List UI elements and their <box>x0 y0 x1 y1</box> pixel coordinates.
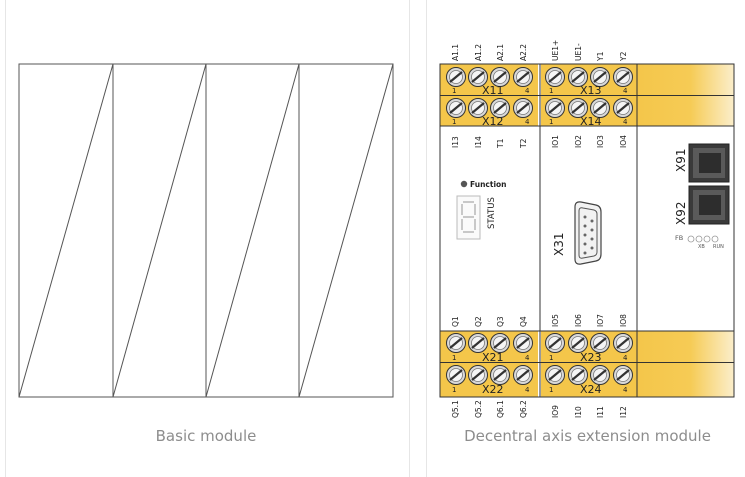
left-row3-label-3: Q3 <box>496 316 505 327</box>
mid-row3-label-2: IO6 <box>574 314 583 327</box>
connector-x12: X12 <box>482 115 504 128</box>
seven-segment-icon <box>461 201 476 233</box>
mid-row3-label-1: IO5 <box>551 314 560 327</box>
left-row3-label-1: Q1 <box>451 316 460 327</box>
connector-x31: X31 <box>552 233 566 257</box>
left-top-label-3: A2.1 <box>496 44 505 61</box>
mid-bottom-label-1: IO9 <box>551 405 560 418</box>
slot-diagonal-3 <box>205 63 300 398</box>
connector-x22: X22 <box>482 383 504 396</box>
center-divider-b <box>426 0 427 477</box>
slot-diagonal-1 <box>18 63 114 398</box>
led-label-xb: XB <box>698 244 705 250</box>
pin-first-x22: 1 <box>452 386 456 394</box>
mid-row3-label-3: IO7 <box>596 314 605 327</box>
left-divider <box>5 0 6 477</box>
mid-bottom-label-4: I12 <box>619 406 628 418</box>
pin-last-x23: 4 <box>623 354 628 362</box>
pin-first-x13: 1 <box>549 87 553 95</box>
left-row2-label-2: I14 <box>474 136 483 148</box>
left-bottom-label-2: Q5.2 <box>474 400 483 418</box>
connector-x13: X13 <box>580 84 602 97</box>
port-x92-icon <box>688 185 730 225</box>
function-label: Function <box>470 180 507 189</box>
left-top-label-1: A1.1 <box>451 44 460 61</box>
led-label-run: RUN <box>713 244 724 250</box>
mid-row2-label-2: IO2 <box>574 135 583 148</box>
pin-first-x24: 1 <box>549 386 553 394</box>
left-bottom-label-1: Q5.1 <box>451 400 460 418</box>
pin-first-x14: 1 <box>549 118 553 126</box>
pin-last-x11: 4 <box>525 87 530 95</box>
pin-last-x13: 4 <box>623 87 628 95</box>
mid-bottom-label-3: I11 <box>596 406 605 418</box>
port-x91-icon <box>688 143 730 183</box>
mid-top-label-4: Y2 <box>619 51 628 62</box>
mid-row2-label-1: IO1 <box>551 135 560 148</box>
pin-first-x21: 1 <box>452 354 456 362</box>
mid-top-label-2: UE1- <box>574 43 583 61</box>
left-row2-label-4: T2 <box>519 138 528 149</box>
mid-row2-label-4: IO4 <box>619 135 628 148</box>
pin-first-x12: 1 <box>452 118 456 126</box>
left-top-label-2: A1.2 <box>474 44 483 61</box>
pin-last-x12: 4 <box>525 118 530 126</box>
pin-last-x21: 4 <box>525 354 530 362</box>
pin-first-x23: 1 <box>549 354 553 362</box>
connector-x23: X23 <box>580 351 602 364</box>
mid-bottom-label-2: I10 <box>574 406 583 418</box>
center-divider-a <box>409 0 410 477</box>
pin-last-x14: 4 <box>623 118 628 126</box>
extension-module-caption: Decentral axis extension module <box>464 427 711 445</box>
left-top-label-4: A2.2 <box>519 44 528 61</box>
left-row2-label-3: T1 <box>496 138 505 149</box>
left-bottom-label-4: Q6.2 <box>519 400 528 418</box>
fb-led-icons <box>687 235 719 243</box>
mid-top-label-1: UE1+ <box>551 40 560 61</box>
pin-first-x11: 1 <box>452 87 456 95</box>
slot-diagonal-4 <box>298 63 394 398</box>
connector-x21: X21 <box>482 351 504 364</box>
left-row2-label-1: I13 <box>451 136 460 148</box>
basic-module-caption: Basic module <box>155 427 257 445</box>
slot-diagonal-2 <box>112 63 207 398</box>
mid-top-label-3: Y1 <box>596 51 605 62</box>
terminal-strip-row3-right <box>637 331 734 362</box>
status-label: STATUS <box>487 197 497 229</box>
left-bottom-label-3: Q6.1 <box>496 400 505 418</box>
mid-row2-label-3: IO3 <box>596 135 605 148</box>
basic-module-diagram <box>18 63 394 398</box>
left-row3-label-2: Q2 <box>474 316 483 327</box>
connector-x11: X11 <box>482 84 504 97</box>
terminal-strip-row4-right <box>637 363 734 397</box>
pin-last-x22: 4 <box>525 386 530 394</box>
fb-label: FB <box>675 234 683 242</box>
port-x91-label: X91 <box>674 149 688 173</box>
pin-last-x24: 4 <box>623 386 628 394</box>
port-x92-label: X92 <box>674 202 688 226</box>
connector-x14: X14 <box>580 115 602 128</box>
terminal-strip-row1-right <box>637 64 734 95</box>
left-row3-label-4: Q4 <box>519 316 528 327</box>
module-outline <box>439 63 735 398</box>
function-led-icon <box>460 180 468 188</box>
connector-x24: X24 <box>580 383 602 396</box>
terminal-strip-row2-right <box>637 96 734 126</box>
sub-d-connector-icon <box>574 201 602 265</box>
mid-row3-label-4: IO8 <box>619 314 628 327</box>
